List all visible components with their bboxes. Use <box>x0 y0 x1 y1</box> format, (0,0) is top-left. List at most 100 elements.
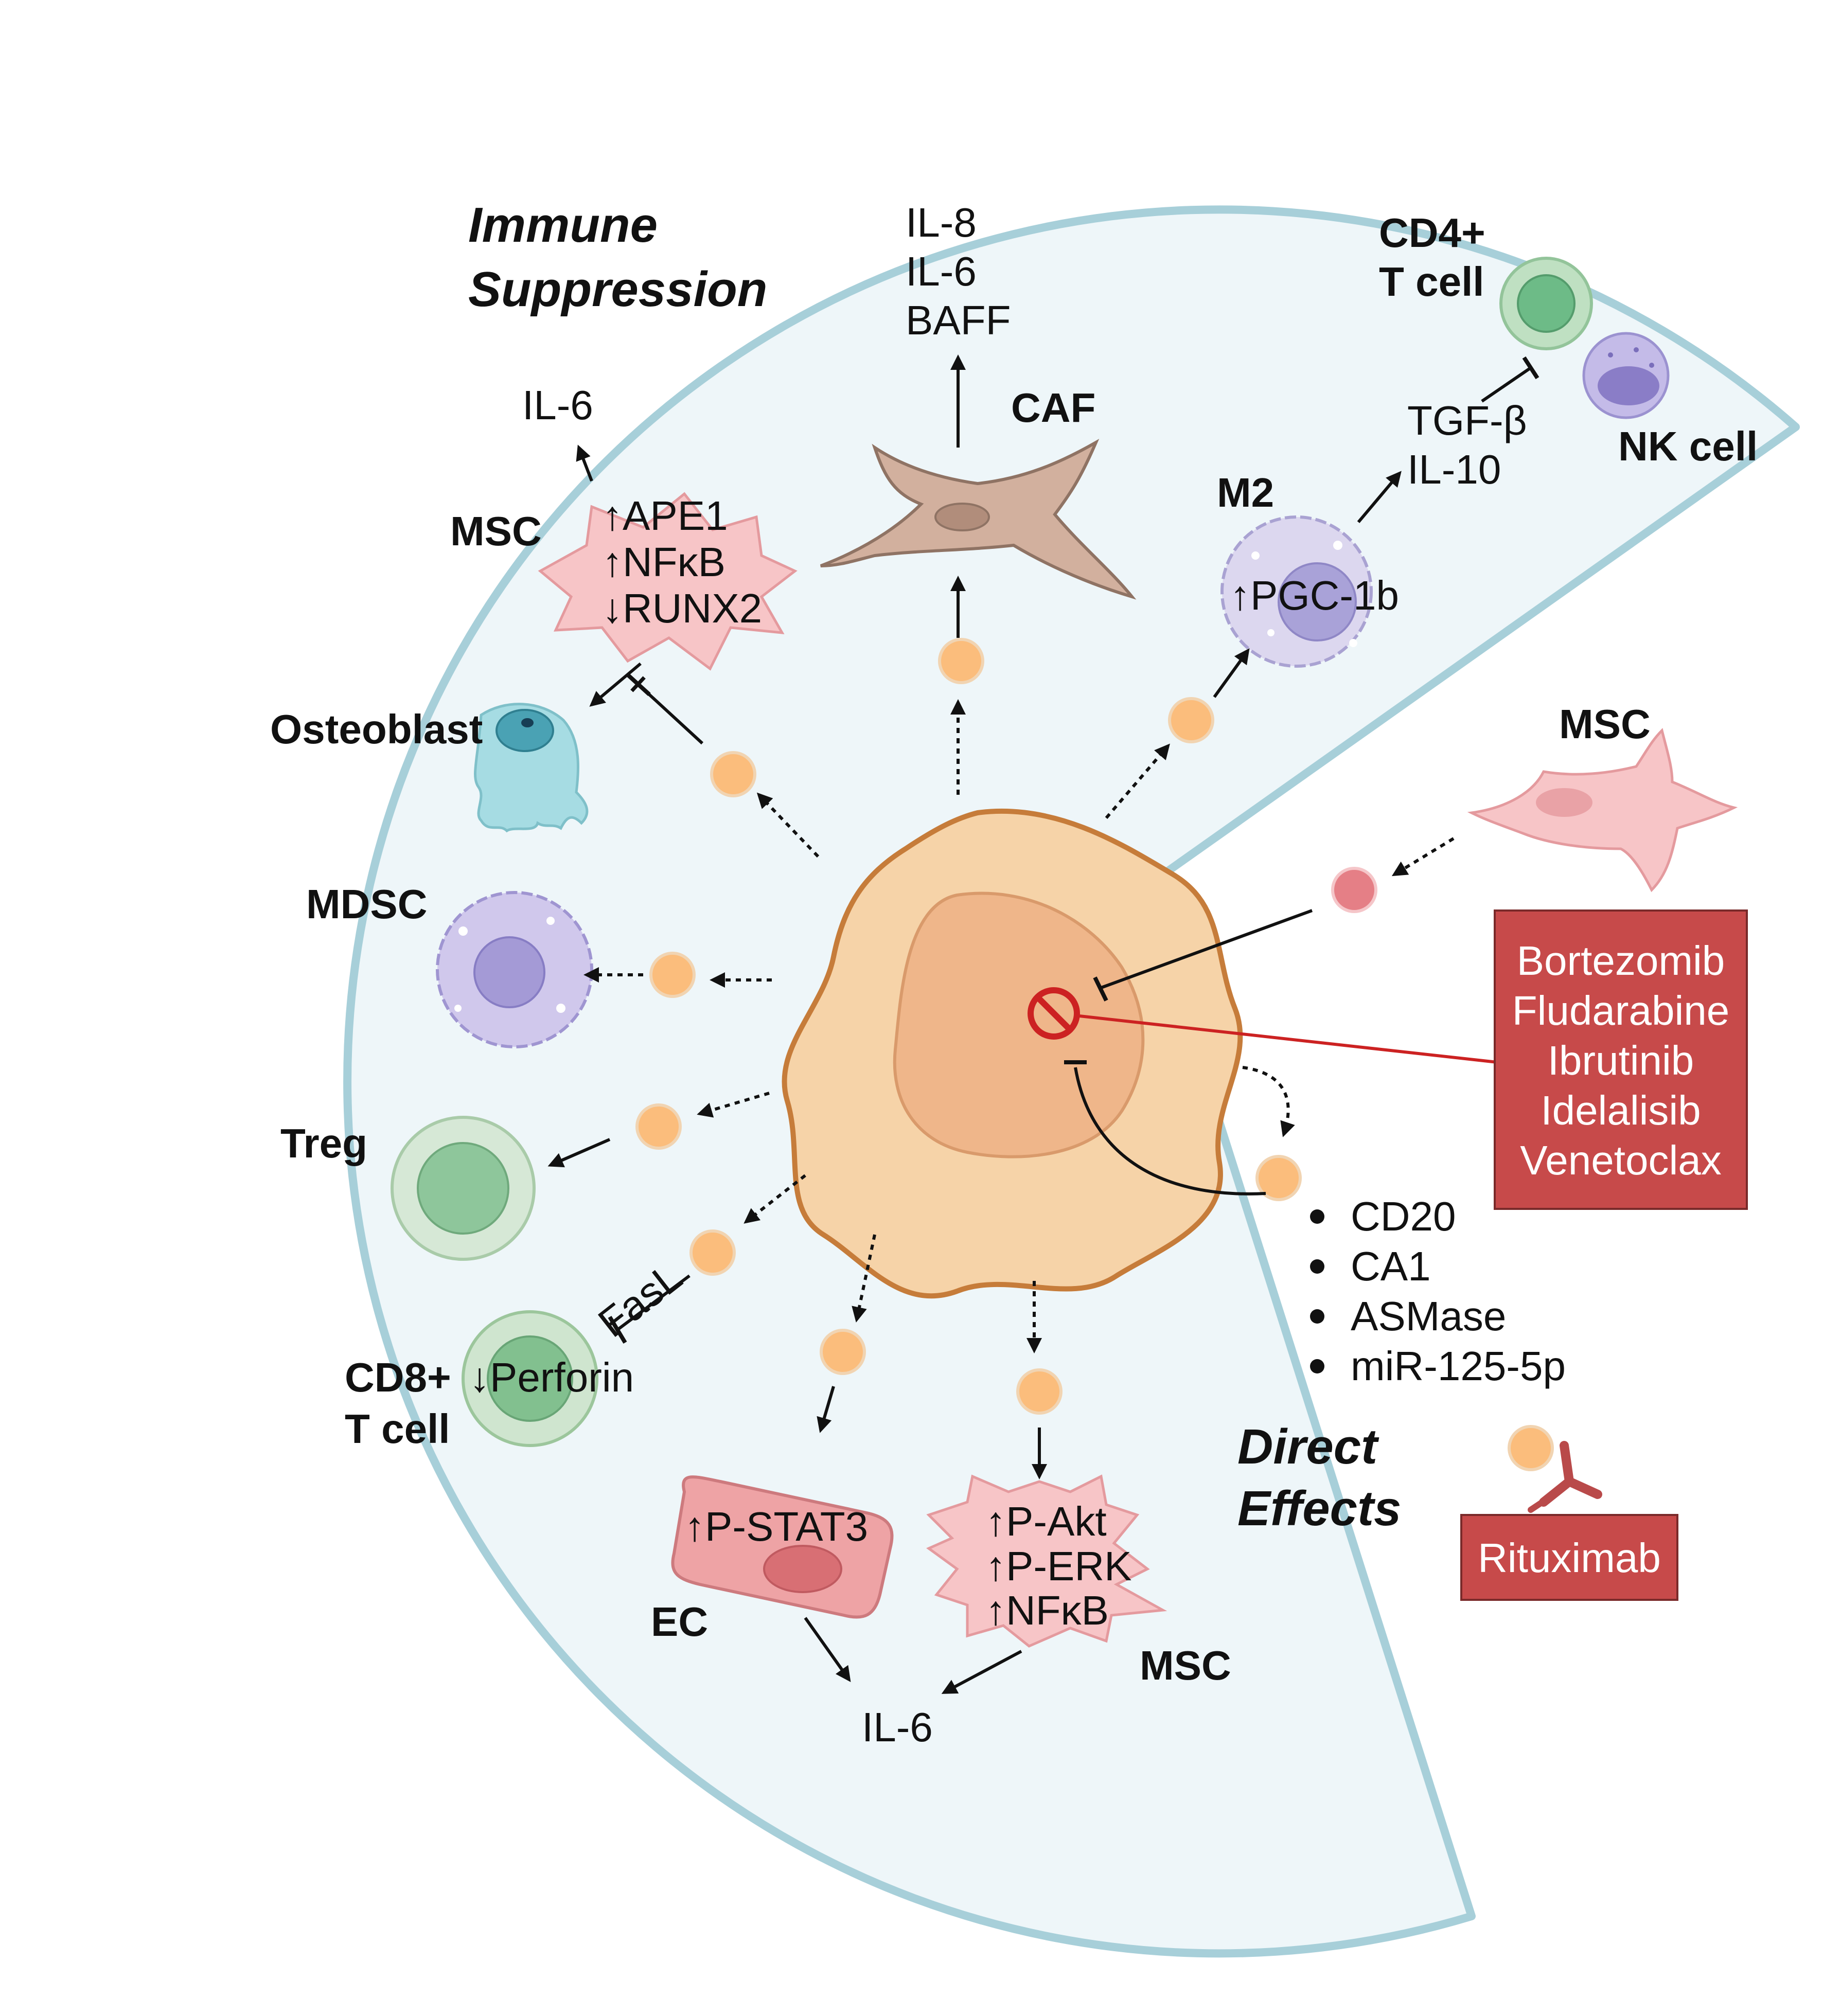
vesicle-mdsc <box>649 952 696 998</box>
ec-label: EC <box>651 1599 708 1645</box>
bullet-2 <box>1310 1259 1324 1274</box>
m2-macrophage-icon <box>1220 515 1373 668</box>
vesicle-msc-right <box>1331 867 1377 913</box>
cargo-inhibit-curve <box>1074 1067 1266 1196</box>
direct-title-line1: Direct <box>1237 1419 1379 1474</box>
vesicle-cd8 <box>689 1229 736 1276</box>
msc-top-label: MSC <box>450 508 542 554</box>
msc-right-label: MSC <box>1559 701 1651 747</box>
tumor-to-ec-dotted <box>852 1234 876 1323</box>
cd4-t-cell-icon <box>1499 257 1593 350</box>
inhibit-bar-cd4 <box>1522 356 1539 380</box>
rituximab-label: Rituximab <box>1478 1535 1661 1581</box>
vesicle-treg <box>635 1103 682 1150</box>
msc-top-change-3: ↓RUNX2 <box>602 585 762 631</box>
treg-label: Treg <box>280 1120 367 1166</box>
ec-change: ↑P-STAT3 <box>684 1504 868 1549</box>
cd8-label-2: T cell <box>345 1406 450 1452</box>
bottom-il6-output: IL-6 <box>862 1704 933 1750</box>
caf-cytokine-1: IL-8 <box>906 200 977 245</box>
msc-right-cell-icon <box>1467 728 1738 893</box>
msc-bottom-change-1: ↑P-Akt <box>985 1498 1107 1544</box>
tgf-inhibit-line <box>1481 359 1538 403</box>
vesicle-m2-arrow <box>1213 648 1250 698</box>
msc-right-vesicle-arrow <box>1391 837 1455 877</box>
tumor-to-treg-arrow <box>697 1092 770 1118</box>
tumor-to-cargo-arrow <box>1242 1066 1295 1137</box>
msc-bottom-change-3: ↑NFκB <box>985 1587 1109 1633</box>
vesicle-treg-arrow <box>547 1138 611 1168</box>
caf-cytokine-3: BAFF <box>906 297 1011 343</box>
tumor-to-cd8-arrow <box>744 1174 806 1224</box>
inhibition-icon <box>1028 987 1080 1040</box>
drug-1: Bortezomib <box>1517 938 1725 984</box>
rituximab-box: Rituximab <box>1460 1514 1678 1601</box>
fasl-inhibit-line <box>616 1274 691 1331</box>
inhibit-bar-msc-right <box>1093 976 1108 1002</box>
antibody-icon <box>1528 1441 1602 1513</box>
msc-to-osteoblast-arrow <box>589 662 642 707</box>
msc-bottom-cell-icon <box>926 1474 1167 1648</box>
bullet-1 <box>1310 1209 1324 1224</box>
msc-top-output: IL-6 <box>522 382 593 428</box>
msc-top-output-arrow <box>576 444 593 482</box>
mdsc-cell-icon <box>436 891 593 1048</box>
drug-box: Bortezomib Fludarabine Ibrutinib Idelali… <box>1494 909 1748 1210</box>
drug-2: Fludarabine <box>1512 988 1730 1033</box>
osteoblast-cell-icon <box>474 703 589 833</box>
vesicle-ec <box>820 1329 866 1375</box>
msc-to-il6-arrow <box>941 1650 1022 1694</box>
caf-cytokine-2: IL-6 <box>906 248 977 294</box>
cargo-3: ASMase <box>1351 1293 1506 1339</box>
msc-bottom-label: MSC <box>1140 1643 1231 1688</box>
immune-title-line2: Suppression <box>468 262 767 317</box>
msc-top-change-2: ↑NFκB <box>602 539 725 585</box>
nk-cell-label: NK cell <box>1618 423 1758 469</box>
bullet-4 <box>1310 1359 1324 1373</box>
cd4-label-1: CD4+ <box>1379 210 1485 256</box>
bullet-3 <box>1310 1309 1324 1324</box>
msc-bottom-change-2: ↑P-ERK <box>985 1543 1132 1589</box>
cd8-label-1: CD8+ <box>345 1354 451 1400</box>
nk-cell-icon <box>1582 332 1670 419</box>
caf-cell-icon <box>820 438 1137 600</box>
immune-title-line1: Immune <box>468 198 658 253</box>
m2-cytokine-1: TGF-β <box>1407 398 1527 443</box>
osteoblast-label: Osteoblast <box>270 706 483 752</box>
cd8-change: ↓Perforin <box>469 1354 634 1400</box>
drug-connector-line <box>1079 1014 1498 1064</box>
cargo-1: CD20 <box>1351 1193 1456 1239</box>
inhibit-bar-cd8 <box>608 1315 627 1344</box>
m2-output-arrow <box>1357 471 1402 523</box>
m2-change: ↑PGC-1b <box>1230 573 1399 618</box>
direct-title-line2: Effects <box>1237 1481 1401 1536</box>
vesicle-osteoblast <box>710 751 756 797</box>
m2-label: M2 <box>1217 470 1274 515</box>
vesicle-m2 <box>1168 697 1214 743</box>
caf-label: CAF <box>1011 385 1095 431</box>
vesicle-caf <box>938 638 984 684</box>
drug-4: Idelalisib <box>1541 1087 1701 1133</box>
vesicle-cargo <box>1255 1155 1302 1201</box>
ec-to-il6-arrow <box>804 1617 851 1682</box>
msc-top-change-1: ↑APE1 <box>602 493 728 539</box>
drug-3: Ibrutinib <box>1548 1038 1694 1083</box>
cargo-4: miR-125-5p <box>1351 1343 1566 1389</box>
msc-top-cell-icon <box>538 492 798 671</box>
vesicle-msc-bottom <box>1016 1368 1063 1415</box>
cd8-t-cell-icon <box>462 1310 598 1447</box>
msc-right-inhibit-line <box>1100 909 1313 989</box>
ec-cell-icon <box>671 1475 894 1619</box>
mdsc-label: MDSC <box>306 881 428 927</box>
treg-cell-icon <box>391 1116 536 1261</box>
vesicle-osteoblast-arrow <box>756 792 820 858</box>
inhibit-bar-msc <box>625 672 651 696</box>
cargo-list: CD20 CA1 ASMase miR-125-5p <box>1310 1193 1566 1389</box>
vesicle-rituximab <box>1508 1425 1554 1471</box>
vesicle-ec-arrow <box>817 1386 835 1433</box>
cd4-label-2: T cell <box>1379 259 1484 305</box>
m2-cytokine-2: IL-10 <box>1407 447 1501 492</box>
drug-5: Venetoclax <box>1520 1137 1721 1183</box>
